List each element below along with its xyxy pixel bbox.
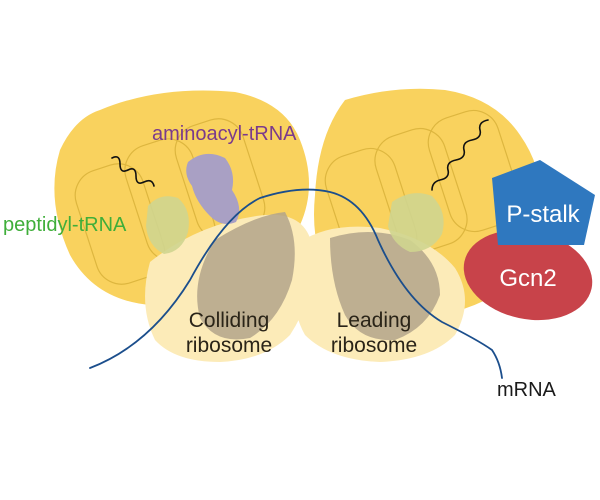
colliding-ribosome (54, 90, 314, 362)
leading-ribosome-label-line1: Leading (337, 309, 412, 332)
colliding-ribosome-label-line2: ribosome (186, 334, 272, 357)
aminoacyl-trna-label: aminoacyl-tRNA (152, 123, 297, 145)
leading-ribosome-label-line2: ribosome (331, 334, 417, 357)
peptidyl-trna-label: peptidyl-tRNA (3, 214, 127, 236)
aminoacyl-trna-shape (186, 153, 240, 224)
colliding-ribosome-label-line1: Colliding (189, 309, 270, 332)
leading-nascent-chain (431, 119, 489, 191)
mrna-strand (89, 188, 503, 379)
peptidyl-trna-shape (146, 196, 189, 254)
peptidyl-nascent-chain (111, 156, 155, 187)
gcn2-label: Gcn2 (499, 265, 556, 292)
leading-small-subunit-shadow (330, 231, 440, 341)
mrna-label: mRNA (497, 379, 557, 401)
colliding-small-subunit-shadow (197, 212, 295, 340)
leading-trna-shape (388, 193, 444, 252)
p-stalk-label: P-stalk (506, 201, 580, 228)
gcn2-protein: Gcn2 (463, 229, 593, 321)
p-stalk-protein: P-stalk (492, 160, 595, 245)
